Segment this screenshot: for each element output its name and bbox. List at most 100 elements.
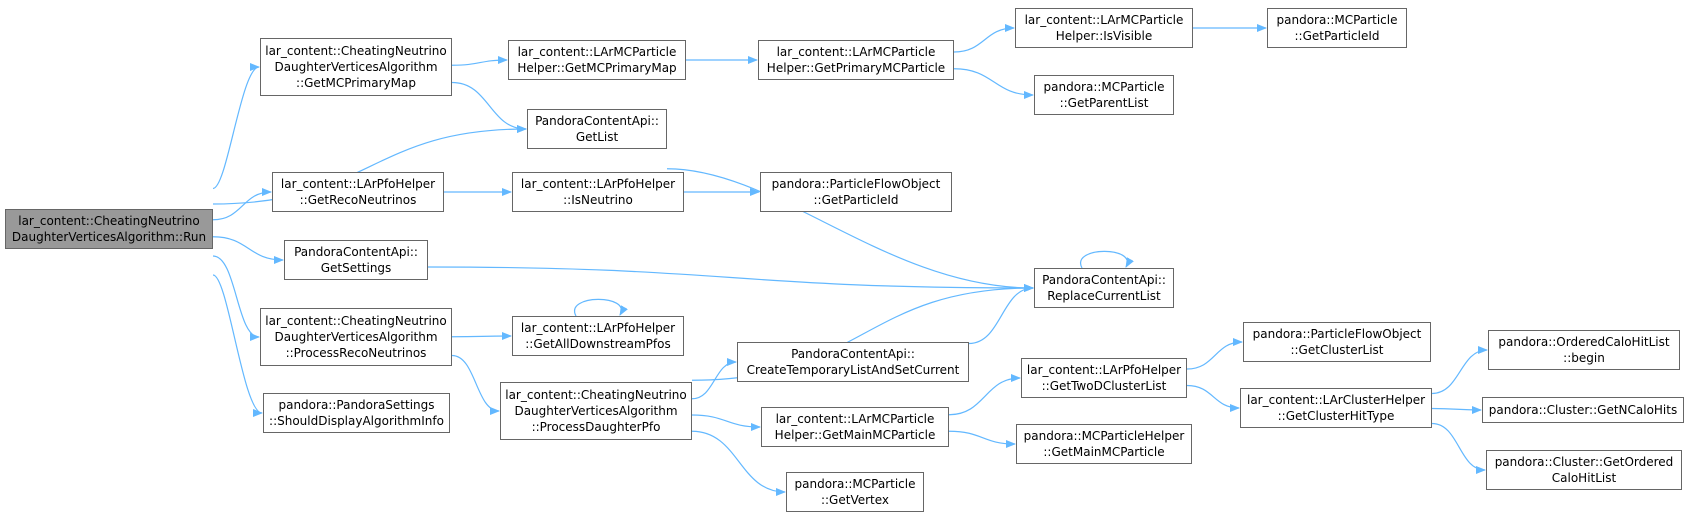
node-label-line: pandora::MCParticle	[794, 477, 916, 491]
node-label-line: CaloHitList	[1551, 471, 1617, 485]
node-label-line: GetList	[575, 130, 619, 144]
node-label-line: lar_content::CheatingNeutrino	[18, 214, 200, 228]
node-label-line: pandora::ParticleFlowObject	[771, 177, 941, 191]
node-label-line: ReplaceCurrentList	[1047, 289, 1161, 303]
node-getsettings[interactable]: PandoraContentApi::GetSettings	[284, 240, 428, 280]
node-label-line: ::IsNeutrino	[563, 193, 633, 207]
node-getalldownstreampfos[interactable]: lar_content::LArPfoHelper::GetAllDownstr…	[512, 316, 684, 356]
node-label-line: ::GetVertex	[820, 493, 890, 507]
node-label-line: ::GetClusterList	[1290, 343, 1384, 357]
edge-getmcprimarymap-to-helpergetmcprimarymap	[451, 56, 508, 66]
edge-getclusterhittype-to-getncalohits	[1431, 405, 1482, 414]
node-getvertex[interactable]: pandora::MCParticle::GetVertex	[786, 472, 924, 512]
node-label-line: ::begin	[1563, 351, 1605, 365]
node-label-line: pandora::MCParticle	[1276, 13, 1398, 27]
node-mcgetparticleid[interactable]: pandora::MCParticle::GetParticleId	[1267, 8, 1407, 48]
node-label-line: pandora::Cluster::GetNCaloHits	[1488, 403, 1678, 417]
node-getclusterhittype[interactable]: lar_content::LArClusterHelper::GetCluste…	[1240, 388, 1432, 428]
edge-getlist-to-replacecurrentlist	[666, 168, 1034, 292]
node-createtemporarylistandsetcurrent[interactable]: PandoraContentApi::CreateTemporaryListAn…	[737, 342, 969, 382]
node-label-line: Helper::GetMainMCParticle	[774, 428, 936, 442]
node-label-line: Helper::IsVisible	[1055, 29, 1153, 43]
node-label-line: DaughterVerticesAlgorithm::Run	[11, 230, 207, 244]
node-label-line: Helper::GetPrimaryMCParticle	[766, 61, 946, 75]
edge-replacecurrentlist-to-replacecurrentlist	[1079, 250, 1134, 269]
node-replacecurrentlist[interactable]: PandoraContentApi::ReplaceCurrentList	[1034, 268, 1174, 308]
edge-getclusterhittype-to-getorderedcalohitlist	[1431, 422, 1486, 474]
node-mchelpergetmainmcparticle[interactable]: pandora::MCParticleHelper::GetMainMCPart…	[1016, 424, 1192, 464]
node-label-line: ::GetRecoNeutrinos	[299, 193, 417, 207]
node-label-line: ::GetAllDownstreamPfos	[525, 337, 671, 351]
edge-run-to-getsettings	[212, 236, 284, 264]
node-label-line: PandoraContentApi::	[1042, 273, 1166, 287]
node-label-line: lar_content::LArClusterHelper	[1246, 393, 1426, 407]
node-isneutrino[interactable]: lar_content::LArPfoHelper::IsNeutrino	[512, 172, 684, 212]
node-label-line: ::GetParentList	[1059, 96, 1149, 110]
edge-getprimarymcparticle-to-getparentlist	[953, 68, 1034, 99]
node-label-line: ::GetParticleId	[1294, 29, 1380, 43]
node-shoulddisplayalgorithminfo[interactable]: pandora::PandoraSettings::ShouldDisplayA…	[263, 393, 450, 433]
node-label-line: lar_content::CheatingNeutrino	[505, 388, 687, 402]
node-label-line: ::ProcessDaughterPfo	[531, 420, 661, 434]
node-label-line: lar_content::LArPfoHelper	[280, 177, 436, 191]
node-label-line: pandora::ParticleFlowObject	[1252, 327, 1422, 341]
node-begin[interactable]: pandora::OrderedCaloHitList::begin	[1488, 330, 1680, 370]
node-label-line: DaughterVerticesAlgorithm	[514, 404, 678, 418]
edge-gettwodclusterlist-to-getclusterhittype	[1186, 384, 1240, 412]
node-label-line: lar_content::CheatingNeutrino	[265, 314, 447, 328]
node-label-line: CreateTemporaryListAndSetCurrent	[746, 363, 960, 377]
node-label-line: PandoraContentApi::	[294, 245, 418, 259]
edge-processdaughterpfo-to-getmainmcparticle	[691, 414, 761, 431]
edge-getmcprimarymap-to-getlist	[451, 81, 527, 133]
node-label-line: pandora::Cluster::GetOrdered	[1494, 455, 1674, 469]
edge-processreconeutrinos-to-processdaughterpfo	[451, 354, 500, 415]
node-label-line: lar_content::LArMCParticle	[1024, 13, 1184, 27]
node-getclusterlist[interactable]: pandora::ParticleFlowObject::GetClusterL…	[1243, 322, 1431, 362]
edge-processdaughterpfo-to-createtemporary	[691, 358, 737, 400]
edge-run-to-getmcprimarymap	[212, 63, 260, 190]
edge-run-to-processreconeutrinos	[212, 255, 260, 341]
node-label-line: ::ShouldDisplayAlgorithmInfo	[269, 414, 444, 428]
node-label-line: DaughterVerticesAlgorithm	[274, 60, 438, 74]
edge-getalldownstreampfos-to-getalldownstreampfos	[573, 298, 628, 317]
node-getlist[interactable]: PandoraContentApi::GetList	[527, 109, 667, 149]
node-label-line: ::GetClusterHitType	[1277, 409, 1395, 423]
node-label-line: lar_content::CheatingNeutrino	[265, 44, 447, 58]
edge-processreconeutrinos-to-getalldownstreampfos	[451, 332, 512, 341]
edge-run-to-shoulddisplay	[212, 274, 263, 417]
node-label-line: ::ProcessRecoNeutrinos	[285, 346, 427, 360]
node-label-line: lar_content::LArPfoHelper	[520, 321, 676, 335]
node-label-line: lar_content::LArPfoHelper	[1026, 363, 1182, 377]
node-label-line: Helper::GetMCPrimaryMap	[517, 61, 677, 75]
node-pfogetparticleid[interactable]: pandora::ParticleFlowObject::GetParticle…	[760, 172, 952, 212]
edge-run-to-getlist	[212, 125, 527, 205]
node-label-line: PandoraContentApi::	[791, 347, 915, 361]
edge-createtemporary-to-replacecurrentlist	[968, 284, 1034, 345]
node-label-line: pandora::MCParticleHelper	[1023, 429, 1185, 443]
node-getparentlist[interactable]: pandora::MCParticle::GetParentList	[1034, 75, 1174, 115]
node-getncalohits[interactable]: pandora::Cluster::GetNCaloHits	[1482, 397, 1684, 423]
edge-getmainmcparticle-to-mchelpergetmain	[948, 430, 1016, 448]
node-label-line: PandoraContentApi::	[535, 114, 659, 128]
edge-getclusterhittype-to-begin	[1431, 346, 1488, 395]
node-label-line: GetSettings	[320, 261, 392, 275]
node-gettwodclusterlist[interactable]: lar_content::LArPfoHelper::GetTwoDCluste…	[1021, 358, 1187, 398]
edge-processdaughterpfo-to-getvertex	[691, 430, 786, 496]
node-label-line: lar_content::LArMCParticle	[517, 45, 677, 59]
node-label-line: pandora::OrderedCaloHitList	[1498, 335, 1670, 349]
node-getreconeutrinos[interactable]: lar_content::LArPfoHelper::GetRecoNeutri…	[272, 172, 444, 212]
node-label-line: ::GetMainMCParticle	[1043, 445, 1165, 459]
edge-getmainmcparticle-to-gettwodclusterlist	[948, 374, 1021, 416]
node-label-line: lar_content::LArPfoHelper	[520, 177, 676, 191]
node-label-line: ::GetParticleId	[813, 193, 899, 207]
